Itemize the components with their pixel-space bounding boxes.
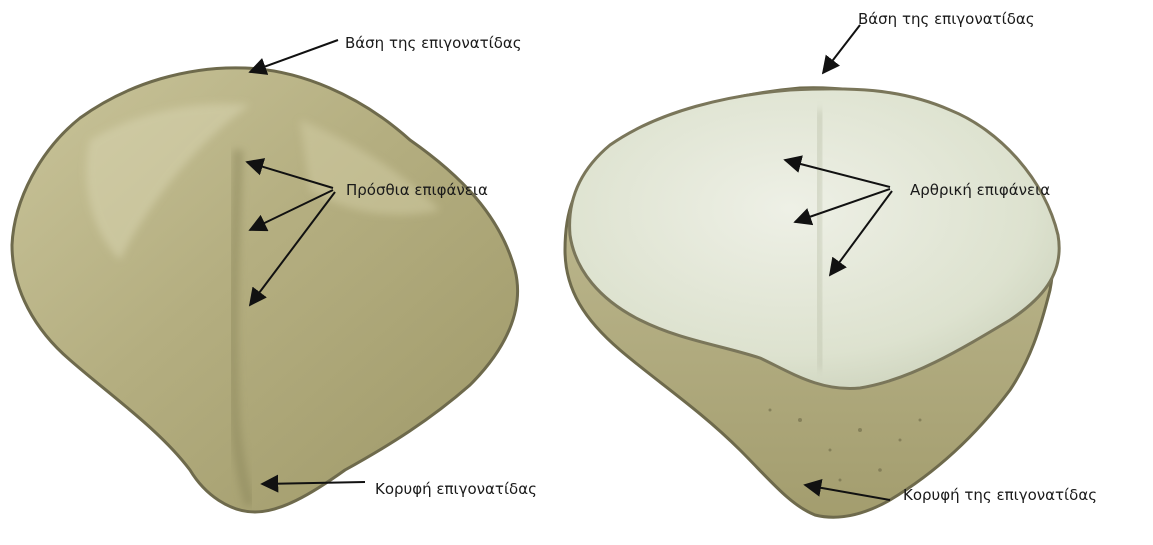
label-right-base: Βάση της επιγονατίδας bbox=[858, 10, 1035, 28]
right-patella bbox=[565, 88, 1059, 517]
label-left-base: Βάση της επιγονατίδας bbox=[345, 34, 522, 52]
left-patella-body bbox=[12, 68, 518, 512]
label-left-anterior-surface: Πρόσθια επιφάνεια bbox=[346, 181, 488, 199]
articular-ridge bbox=[818, 110, 822, 370]
arrow-right-base bbox=[823, 25, 860, 73]
left-patella bbox=[12, 68, 518, 512]
label-right-apex: Κορυφή της επιγονατίδας bbox=[903, 486, 1097, 504]
arrow-left-base bbox=[250, 40, 338, 72]
label-right-articular-surface: Αρθρική επιφάνεια bbox=[910, 181, 1050, 199]
label-left-apex: Κορυφή επιγονατίδας bbox=[375, 480, 537, 498]
